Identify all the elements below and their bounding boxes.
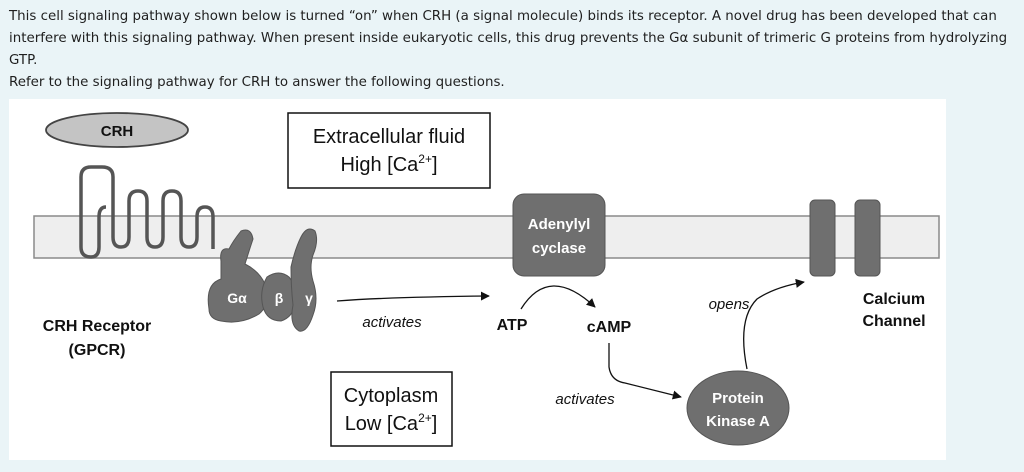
- atp-to-camp-arrow: [520, 285, 596, 310]
- question-line-3: Refer to the signaling pathway for CRH t…: [9, 75, 505, 90]
- protein-kinase-a: [686, 370, 790, 446]
- cell-membrane: [33, 215, 940, 259]
- camp-to-pka-arrow: [608, 343, 682, 400]
- calcium-channel-label-2: Channel: [862, 313, 925, 330]
- extracellular-label: Extracellular fluid: [313, 126, 465, 148]
- extracellular-calcium: High [Ca2+]: [340, 152, 437, 176]
- activates-label-1: activates: [362, 314, 422, 331]
- pka-label-1: Protein: [712, 390, 764, 407]
- atp-label: ATP: [497, 317, 528, 334]
- g-beta-label: β: [275, 290, 284, 306]
- extracellular-box: [287, 112, 491, 189]
- calcium-channel-label-1: Calcium: [863, 291, 925, 308]
- question-line-2: interfere with this signaling pathway. W…: [9, 31, 1008, 68]
- activates-label-2: activates: [555, 391, 615, 408]
- cytoplasm-label: Cytoplasm: [344, 385, 438, 407]
- opens-label: opens: [709, 296, 750, 313]
- calcium-channel-right: [854, 199, 881, 277]
- pka-label-2: Kinase A: [706, 413, 770, 430]
- receptor-label-1: CRH Receptor: [43, 318, 151, 335]
- g-gamma-label: γ: [305, 290, 313, 306]
- cytoplasm-box: [330, 371, 453, 447]
- activates-arrow-1: [336, 291, 490, 302]
- opens-arrow: [743, 278, 805, 370]
- question-text: This cell signaling pathway shown below …: [9, 6, 1019, 94]
- crh-signal-molecule: [45, 112, 189, 148]
- signaling-pathway-diagram: CRH Gα β γ Extracellular fluid High [Ca2…: [9, 99, 946, 460]
- receptor-label-2: (GPCR): [69, 342, 126, 359]
- camp-label: cAMP: [587, 319, 632, 336]
- cytoplasm-calcium: Low [Ca2+]: [345, 411, 438, 435]
- question-line-1: This cell signaling pathway shown below …: [9, 9, 997, 24]
- adenylyl-cyclase: [512, 193, 606, 277]
- adenylyl-label-2: cyclase: [532, 240, 586, 257]
- g-beta-subunit: [261, 272, 297, 322]
- crh-receptor-lower: [79, 205, 107, 259]
- adenylyl-label-1: Adenylyl: [528, 216, 591, 233]
- crh-label: CRH: [101, 123, 134, 140]
- calcium-channel-left: [809, 199, 836, 277]
- g-alpha-subunit: [207, 229, 268, 323]
- crh-receptor-squiggle: [79, 165, 215, 249]
- g-alpha-label: Gα: [227, 290, 247, 306]
- g-gamma-subunit: [290, 228, 318, 332]
